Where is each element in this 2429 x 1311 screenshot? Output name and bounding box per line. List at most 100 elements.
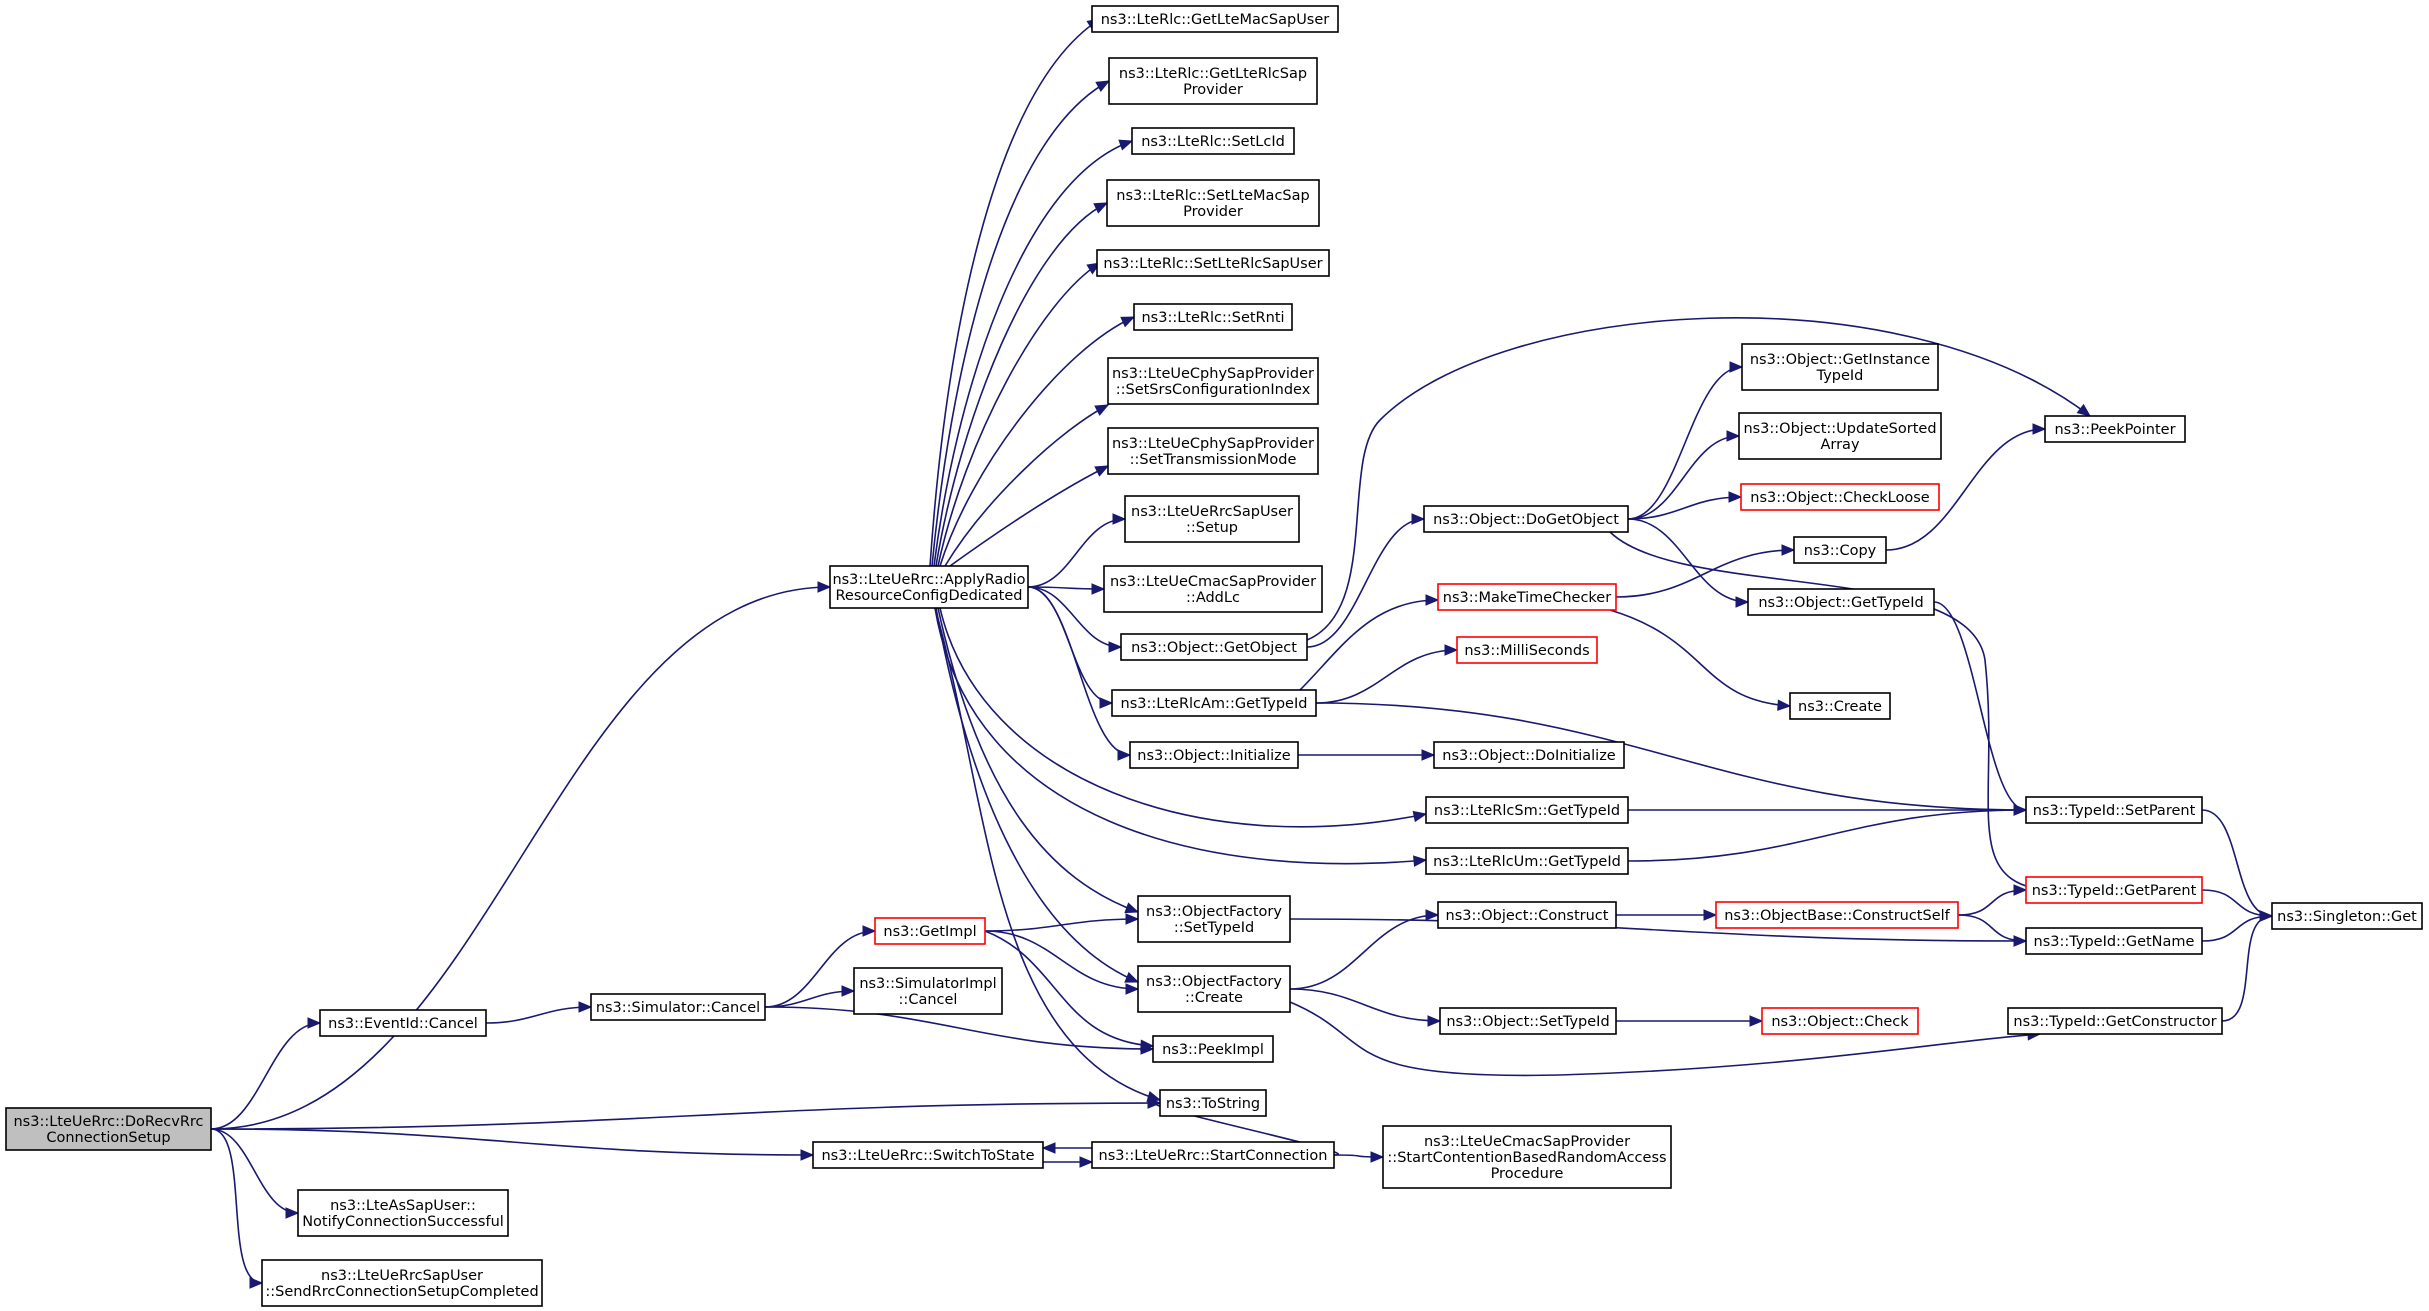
node-copy[interactable]: ns3::Copy (1793, 536, 1887, 564)
node-label: ns3::LteRlcAm::GetTypeId (1121, 696, 1308, 712)
node-box (1793, 536, 1887, 564)
arrow-head-icon (1118, 139, 1134, 151)
node-label: ns3::ObjectBase::ConstructSelf (1724, 908, 1950, 924)
node-label: ns3::ToString (1166, 1096, 1260, 1112)
edge-line (1609, 531, 2046, 891)
node-sendRrcSetupCompleted[interactable]: ns3::LteUeRrcSapUser::SendRrcConnectionS… (261, 1259, 543, 1307)
node-rlcUmGetTypeId[interactable]: ns3::LteRlcUm::GetTypeId (1425, 847, 1629, 875)
node-rlcSmGetTypeId[interactable]: ns3::LteRlcSm::GetTypeId (1425, 796, 1629, 824)
arrow-head-icon (1427, 1015, 1442, 1027)
node-label: ::AddLc (1186, 590, 1240, 606)
edge-root-to-switchToState (210, 1128, 815, 1161)
arrow-head-icon (1421, 749, 1436, 761)
node-label: ns3::Object::Construct (1446, 908, 1609, 924)
edge-root-to-notifyConnSuccess (210, 1128, 300, 1219)
edge-line (2221, 915, 2273, 1022)
node-box (1129, 741, 1299, 769)
edge-line (931, 80, 1110, 567)
node-constructSelf[interactable]: ns3::ObjectBase::ConstructSelf (1715, 901, 1959, 929)
node-box (2025, 796, 2203, 824)
node-typeIdGetConstructor[interactable]: ns3::TypeId::GetConstructor (2007, 1007, 2223, 1035)
arrow-head-icon (2013, 884, 2028, 896)
node-getObject[interactable]: ns3::Object::GetObject (1120, 633, 1308, 661)
edge-line (210, 586, 831, 1130)
edge-rlcUmGetTypeId-to-typeIdSetParent (1627, 804, 2028, 862)
edge-line (1885, 428, 2046, 551)
node-label: ns3::ObjectFactory (1146, 974, 1282, 990)
node-milliSeconds[interactable]: ns3::MilliSeconds (1456, 636, 1598, 664)
edge-line (1306, 317, 2091, 641)
node-box (1747, 588, 1935, 616)
node-doGetObject[interactable]: ns3::Object::DoGetObject (1423, 505, 1629, 533)
node-toString[interactable]: ns3::ToString (1159, 1089, 1267, 1117)
node-setSrsConfigIndex[interactable]: ns3::LteUeCphySapProvider::SetSrsConfigu… (1107, 357, 1319, 405)
node-box (1091, 1141, 1335, 1169)
edge-applyRadio-to-rlcAmGetTypeId (1027, 586, 1114, 709)
node-rrcSapUserSetup[interactable]: ns3::LteUeRrcSapUser::Setup (1124, 495, 1300, 543)
node-singletonGet[interactable]: ns3::Singleton::Get (2271, 902, 2423, 930)
arrow-head-icon (249, 1277, 264, 1289)
node-objectCheck[interactable]: ns3::Object::Check (1761, 1007, 1919, 1035)
node-typeIdGetParent[interactable]: ns3::TypeId::GetParent (2025, 876, 2203, 904)
node-rlcAmGetTypeId[interactable]: ns3::LteRlcAm::GetTypeId (1111, 689, 1317, 717)
arrow-head-icon (1108, 641, 1123, 653)
edge-root-to-sendRrcSetupCompleted (210, 1128, 264, 1289)
edge-getImpl-to-ofCreate (984, 930, 1140, 995)
node-switchToState[interactable]: ns3::LteUeRrc::SwitchToState (812, 1141, 1044, 1169)
edge-copy-to-peekPointer (1885, 423, 2047, 551)
node-checkLoose[interactable]: ns3::Object::CheckLoose (1740, 483, 1940, 511)
node-applyRadio[interactable]: ns3::LteUeRrc::ApplyRadioResourceConfigD… (829, 565, 1029, 609)
edge-line (937, 607, 1139, 913)
node-cmacAddLc[interactable]: ns3::LteUeCmacSapProvider::AddLc (1103, 565, 1323, 613)
node-label: ns3::SimulatorImpl (859, 976, 996, 992)
node-objectConstruct[interactable]: ns3::Object::Construct (1437, 901, 1617, 929)
node-setLteRlcSapUser[interactable]: ns3::LteRlc::SetLteRlcSapUser (1096, 249, 1330, 277)
node-setRnti[interactable]: ns3::LteRlc::SetRnti (1133, 303, 1293, 331)
edge-constructSelf-to-typeIdGetParent (1957, 884, 2028, 916)
edge-line (1627, 435, 1740, 520)
node-peekImpl[interactable]: ns3::PeekImpl (1152, 1035, 1274, 1063)
arrow-head-icon (285, 1207, 300, 1219)
node-box (1715, 901, 1959, 929)
node-peekPointer[interactable]: ns3::PeekPointer (2044, 415, 2186, 443)
node-eventIdCancel[interactable]: ns3::EventId::Cancel (319, 1009, 487, 1037)
edge-line (1627, 496, 1742, 520)
node-simImplCancel[interactable]: ns3::SimulatorImpl::Cancel (853, 967, 1003, 1015)
edge-doGetObject-to-objectGetTypeId (1627, 518, 1750, 608)
node-label: ns3::LteRlc::GetLteRlcSap (1119, 66, 1307, 82)
arrow-head-icon (1729, 361, 1744, 373)
node-getImpl[interactable]: ns3::GetImpl (874, 917, 986, 945)
node-typeIdSetParent[interactable]: ns3::TypeId::SetParent (2025, 796, 2203, 824)
edge-line (1289, 914, 1439, 990)
node-setTransmissionMode[interactable]: ns3::LteUeCphySapProvider::SetTransmissi… (1107, 427, 1319, 475)
edge-line (1627, 809, 2027, 862)
arrow-head-icon (1726, 430, 1741, 442)
node-objectInitialize[interactable]: ns3::Object::Initialize (1129, 741, 1299, 769)
edge-applyRadio-to-ofSetTypeId (937, 607, 1140, 914)
node-box (1152, 1035, 1274, 1063)
node-doInitialize[interactable]: ns3::Object::DoInitialize (1433, 741, 1625, 769)
node-makeTimeChecker[interactable]: ns3::MakeTimeChecker (1437, 583, 1617, 611)
node-objectGetTypeId[interactable]: ns3::Object::GetTypeId (1747, 588, 1935, 616)
node-notifyConnSuccess[interactable]: ns3::LteAsSapUser::NotifyConnectionSucce… (297, 1189, 509, 1237)
node-create[interactable]: ns3::Create (1789, 692, 1891, 720)
edge-line (1609, 609, 1791, 707)
node-getLteMacSapUser[interactable]: ns3::LteRlc::GetLteMacSapUser (1091, 5, 1339, 33)
node-box (1124, 495, 1300, 543)
arrow-head-icon (817, 581, 832, 593)
node-ofCreate[interactable]: ns3::ObjectFactory::Create (1137, 965, 1291, 1013)
edge-applyRadio-to-rlcSmGetTypeId (939, 607, 1428, 828)
node-objectSetTypeId[interactable]: ns3::Object::SetTypeId (1439, 1007, 1617, 1035)
node-ofSetTypeId[interactable]: ns3::ObjectFactory::SetTypeId (1137, 895, 1291, 943)
node-typeIdGetName[interactable]: ns3::TypeId::GetName (2025, 927, 2203, 955)
node-simulatorCancel[interactable]: ns3::Simulator::Cancel (590, 993, 766, 1021)
node-box (1131, 127, 1295, 155)
node-setLcId[interactable]: ns3::LteRlc::SetLcId (1131, 127, 1295, 155)
node-startConnection[interactable]: ns3::LteUeRrc::StartConnection (1091, 1141, 1335, 1169)
node-startContention[interactable]: ns3::LteUeCmacSapProvider::StartContenti… (1382, 1125, 1672, 1189)
